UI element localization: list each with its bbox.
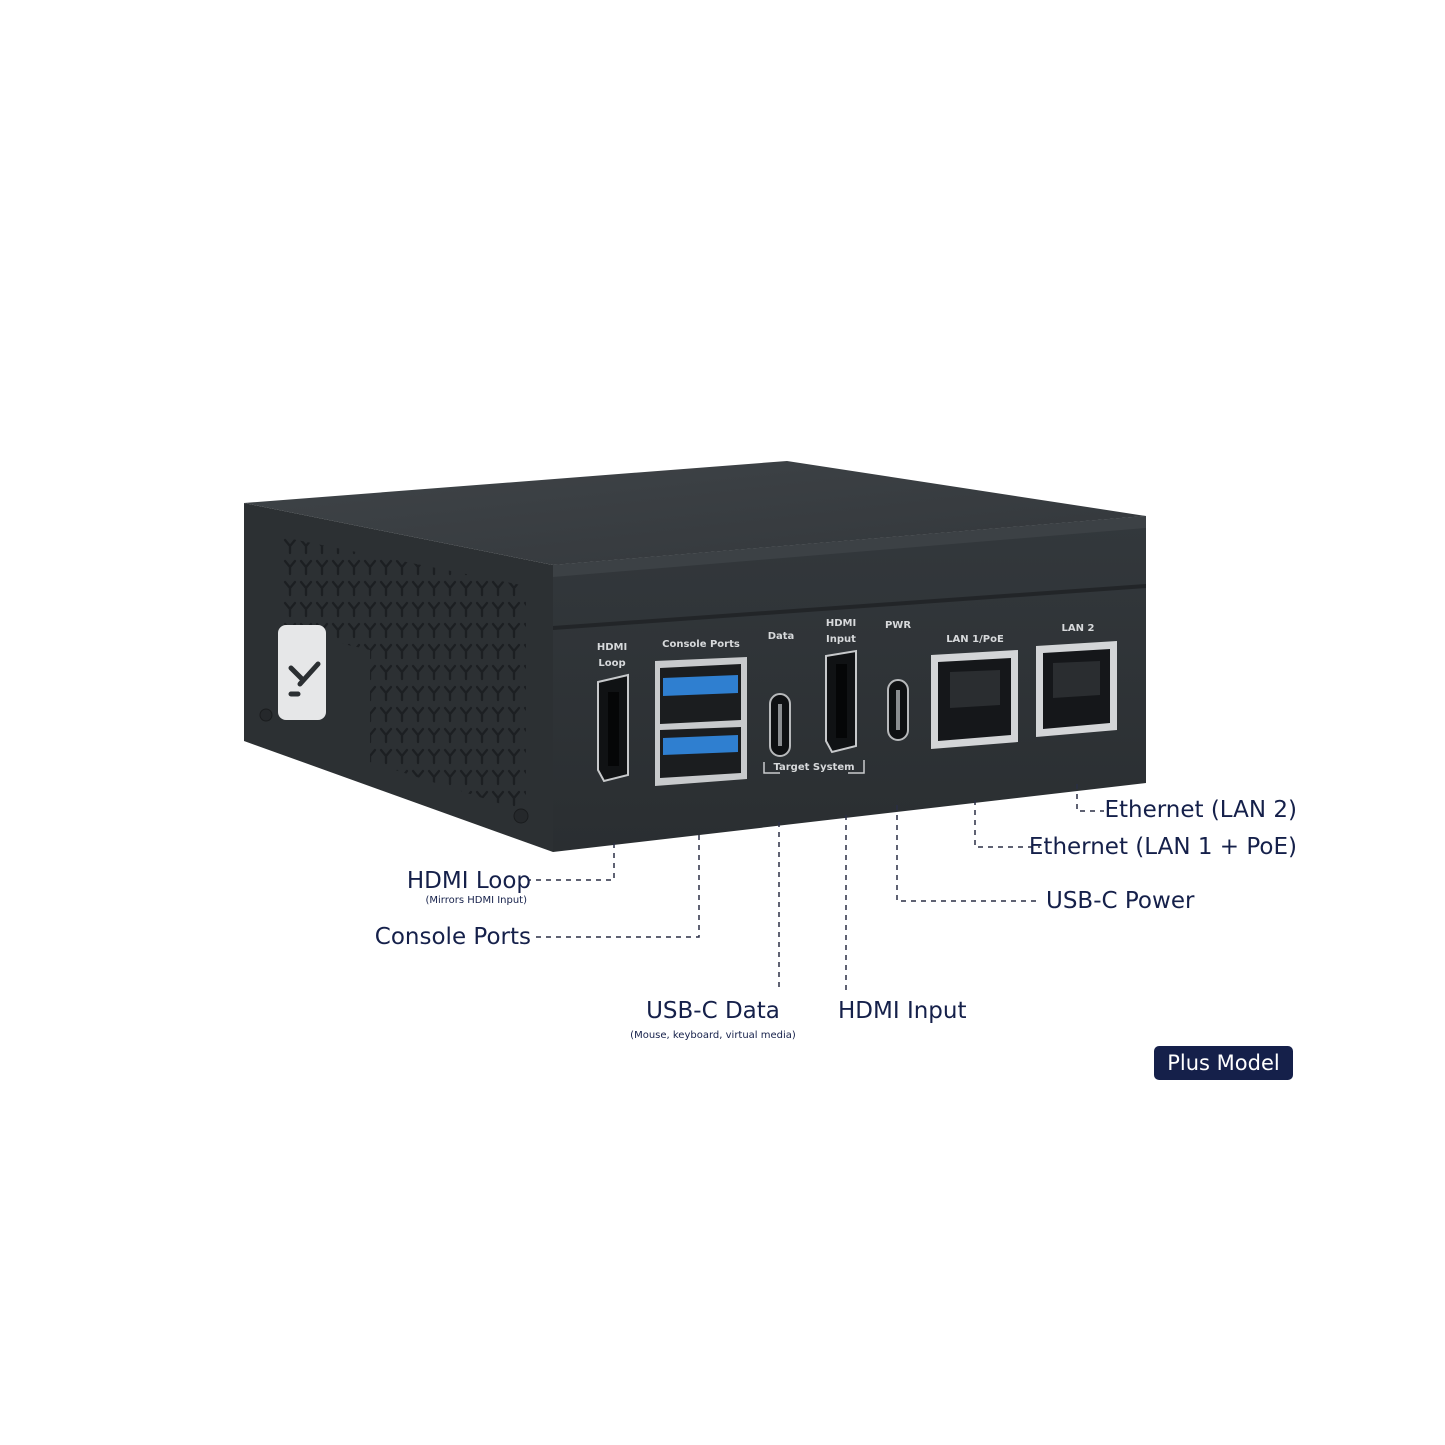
- callout-hdmi-loop-title: HDMI Loop: [406, 868, 531, 894]
- callout-usb-c-power-title: USB-C Power: [1046, 888, 1195, 914]
- port-label-console-ports: Console Ports: [662, 639, 740, 650]
- callout-ethernet-lan1: Ethernet (LAN 1 + PoE): [1029, 834, 1297, 860]
- callout-usb-c-power: USB-C Power: [1046, 888, 1194, 914]
- hdmi-loop-port[interactable]: [597, 673, 629, 783]
- usb-c-power-port[interactable]: [887, 679, 909, 741]
- callout-ethernet-lan2: Ethernet (LAN 2): [1104, 797, 1297, 823]
- callout-usb-c-data: USB-C Data (Mouse, keyboard, virtual med…: [612, 998, 814, 1043]
- console-ports[interactable]: [655, 657, 747, 786]
- port-label-data: Data: [768, 631, 795, 642]
- port-label-hdmi-input-1: HDMI: [826, 618, 856, 629]
- callout-usb-c-data-note: (Mouse, keyboard, virtual media): [630, 1030, 796, 1041]
- port-label-hdmi-loop-1: HDMI: [597, 642, 627, 653]
- callout-usb-c-data-title: USB-C Data: [646, 998, 780, 1024]
- screw-icon: [259, 708, 273, 722]
- chassis-top: [244, 461, 1146, 565]
- side-vents: [282, 537, 526, 812]
- lan2-port[interactable]: [1036, 641, 1117, 737]
- hdmi-input-port[interactable]: [825, 649, 857, 754]
- lan1-port[interactable]: [931, 650, 1018, 749]
- port-label-hdmi-loop-2: Loop: [598, 658, 625, 669]
- screw-icon: [513, 808, 529, 824]
- callout-ethernet-lan2-title: Ethernet (LAN 2): [1104, 797, 1297, 823]
- usb-c-data-port[interactable]: [769, 693, 791, 757]
- jetkvm-logo-icon: [278, 625, 326, 720]
- callout-hdmi-loop: HDMI Loop (Mirrors HDMI Input): [407, 868, 531, 908]
- callout-hdmi-input-title: HDMI Input: [838, 998, 967, 1024]
- callout-hdmi-input: HDMI Input: [838, 998, 967, 1024]
- callout-hdmi-loop-note: (Mirrors HDMI Input): [425, 895, 527, 906]
- plus-model-badge: Plus Model: [1154, 1046, 1293, 1080]
- leader-lines: [528, 784, 1104, 990]
- port-label-pwr: PWR: [885, 620, 911, 631]
- port-label-lan2: LAN 2: [1062, 623, 1095, 634]
- callout-console-ports: Console Ports: [375, 924, 531, 950]
- port-label-hdmi-input-2: Input: [826, 634, 856, 645]
- callout-ethernet-lan1-title: Ethernet (LAN 1 + PoE): [1028, 834, 1297, 860]
- port-label-lan1: LAN 1/PoE: [946, 634, 1004, 645]
- callout-console-ports-title: Console Ports: [374, 924, 531, 950]
- port-label-target-system: Target System: [773, 762, 854, 773]
